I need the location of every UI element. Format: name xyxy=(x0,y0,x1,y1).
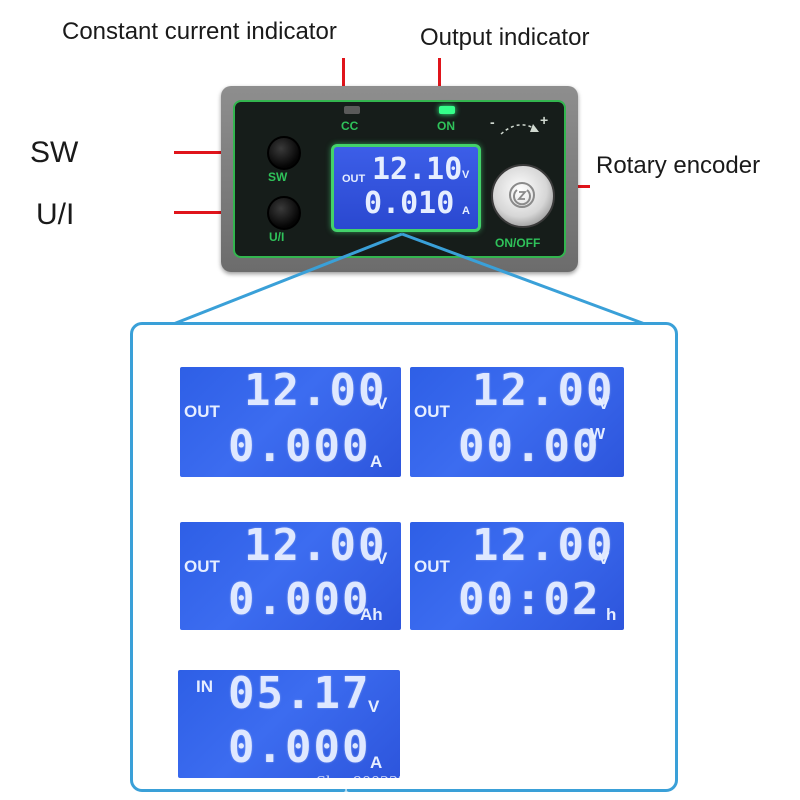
power-icon: power-z xyxy=(509,182,535,208)
encoder-arc-arrow-icon xyxy=(500,124,539,135)
lcd-5-value1: 05.17 xyxy=(228,670,371,719)
lcd-4-tag: OUT xyxy=(414,557,450,576)
lcd-screen-5: IN 05.17 V 0.000 A xyxy=(178,670,400,778)
lcd-5-value2: 0.000 xyxy=(228,722,371,773)
device-faceplate: CC ON SW U/I OUT 12.10 V 0.010 A - + pow… xyxy=(233,100,566,258)
encoder-minus-sign: - xyxy=(490,114,495,130)
lcd-1-unit1: V xyxy=(376,394,388,413)
lcd-2-value2: 00.00 xyxy=(458,421,601,472)
on-led xyxy=(439,106,455,114)
lcd-2-unit1: V xyxy=(598,394,610,413)
encoder-plus-sign: + xyxy=(540,112,549,128)
cc-callout-line xyxy=(342,58,345,102)
sw-callout-line xyxy=(174,151,252,154)
device-lcd-tag: OUT xyxy=(342,173,366,185)
power-supply-module: CC ON SW U/I OUT 12.10 V 0.010 A - + pow… xyxy=(221,86,578,272)
device-lcd: OUT 12.10 V 0.010 A xyxy=(331,144,481,232)
ui-button[interactable] xyxy=(267,196,301,230)
constant-current-indicator-label: Constant current indicator xyxy=(62,18,337,45)
shop-watermark: Shop900235192 xyxy=(316,772,435,792)
lcd-5-unit1: V xyxy=(368,697,380,716)
lcd-3-tag: OUT xyxy=(184,557,220,576)
on-led-label: ON xyxy=(437,119,455,133)
lcd-4-value1: 12.00 xyxy=(472,522,615,571)
lcd-screen-2: OUT 12.00 V 00.00 W xyxy=(410,367,624,477)
lcd-4-unit2: h xyxy=(606,605,617,624)
lcd-3-value1: 12.00 xyxy=(244,522,387,571)
sw-label: SW xyxy=(30,136,79,169)
lcd-5-unit2: A xyxy=(370,753,383,772)
sw-button[interactable] xyxy=(267,136,301,170)
cc-led-label: CC xyxy=(341,119,359,133)
device-lcd-unit1: V xyxy=(462,169,470,181)
ui-callout-line xyxy=(174,211,252,214)
device-lcd-current: 0.010 xyxy=(364,186,455,221)
cc-led xyxy=(344,106,360,114)
power-z-icon xyxy=(513,189,531,206)
lcd-3-value2: 0.000 xyxy=(228,574,371,625)
device-lcd-unit2: A xyxy=(462,205,470,217)
device-lcd-voltage: 12.10 xyxy=(372,152,463,187)
lcd-screen-4: OUT 12.00 V 00:02 h xyxy=(410,522,624,630)
lcd-5-tag: IN xyxy=(196,677,213,696)
lcd-1-unit2: A xyxy=(370,452,383,471)
rotary-encoder-knob[interactable]: power-z xyxy=(491,164,555,228)
lcd-screen-3: OUT 12.00 V 0.000 Ah xyxy=(180,522,401,630)
lcd-screen-1: OUT 12.00 V 0.000 A xyxy=(180,367,401,477)
output-indicator-label: Output indicator xyxy=(420,24,590,51)
lcd-1-value2: 0.000 xyxy=(228,421,371,472)
onoff-label: ON/OFF xyxy=(495,236,541,250)
lcd-2-unit2: W xyxy=(590,426,606,443)
lcd-1-tag: OUT xyxy=(184,402,220,421)
lcd-3-unit1: V xyxy=(376,549,388,568)
lcd-3-unit2: Ah xyxy=(360,605,383,624)
rotary-encoder-label: Rotary encoder xyxy=(596,152,761,179)
output-callout-line xyxy=(438,58,441,104)
lcd-2-tag: OUT xyxy=(414,402,450,421)
lcd-4-unit1: V xyxy=(598,549,610,568)
ui-button-label: U/I xyxy=(269,230,285,244)
lcd-1-value1: 12.00 xyxy=(244,367,387,416)
sw-button-label: SW xyxy=(268,170,288,184)
ui-label: U/I xyxy=(36,198,75,231)
lcd-2-value1: 12.00 xyxy=(472,367,615,416)
lcd-4-value2: 00:02 xyxy=(458,574,601,625)
